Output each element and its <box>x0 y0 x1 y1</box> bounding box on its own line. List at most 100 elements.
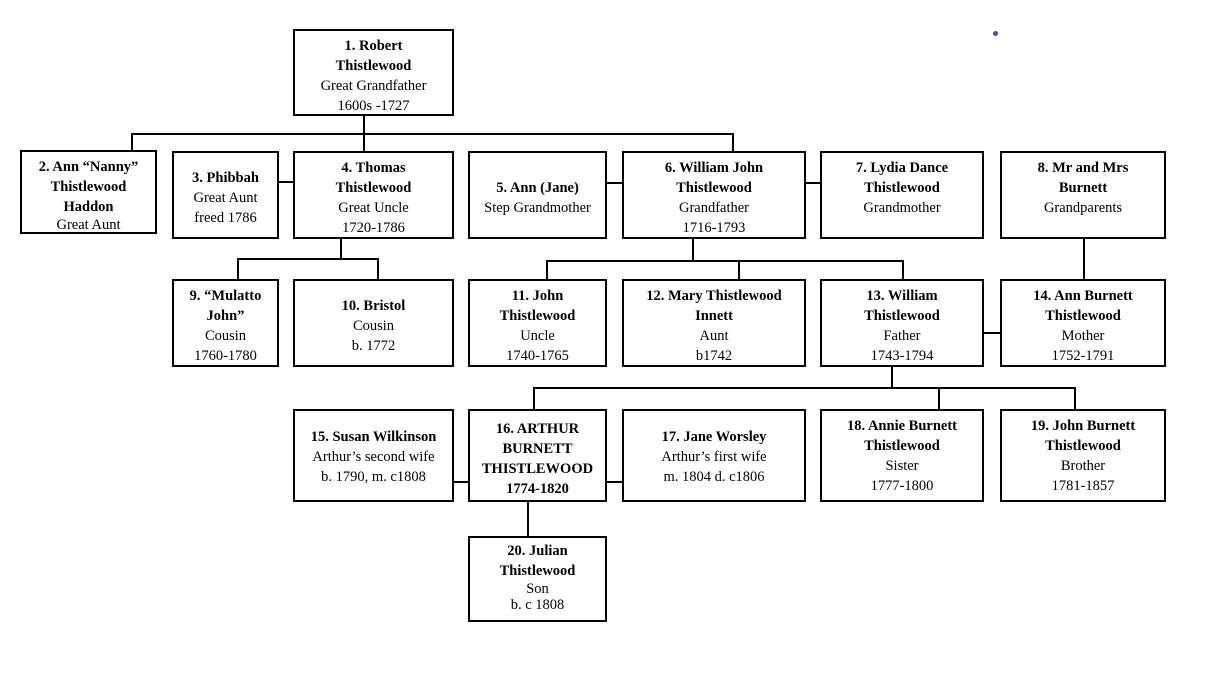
connector-line <box>692 239 694 260</box>
connector-line <box>131 133 733 135</box>
person-relation: Son <box>526 581 549 597</box>
arthur-burnett-thistlewood-node: 16. ARTHUR BURNETT THISTLEWOOD 1774-1820 <box>468 409 607 502</box>
connector-line <box>732 133 734 151</box>
connector-line <box>377 258 379 279</box>
connector-line <box>546 260 548 279</box>
person-dates: 1716-1793 <box>682 220 746 236</box>
connector-line <box>607 481 622 483</box>
person-relation: Mother <box>1061 328 1105 344</box>
connector-line <box>984 332 1000 334</box>
person-name: 19. John Burnett Thistlewood <box>1030 418 1136 454</box>
connector-line <box>546 260 904 262</box>
person-dates: b. c 1808 <box>510 597 565 613</box>
connector-line <box>1083 239 1085 279</box>
person-dates: 1781-1857 <box>1051 478 1115 494</box>
person-relation: Cousin <box>204 328 247 344</box>
person-dates: 1752-1791 <box>1051 348 1115 364</box>
connector-line <box>607 182 622 184</box>
connector-line <box>454 481 468 483</box>
person-dates: b1742 <box>695 348 733 364</box>
person-name: 20. Julian Thistlewood <box>499 543 576 579</box>
person-name: 1. Robert Thistlewood <box>335 38 412 74</box>
person-name: 17. Jane Worsley <box>661 429 767 445</box>
person-name: 8. Mr and Mrs Burnett <box>1037 160 1129 196</box>
person-dates: 1760-1780 <box>194 348 257 364</box>
person-name: 4. Thomas Thistlewood <box>335 160 412 196</box>
connector-line <box>363 133 365 151</box>
person-name: 11. John Thistlewood <box>499 288 576 324</box>
mulatto-john-node: 9. “Mulatto John” Cousin 1760-1780 <box>172 279 279 367</box>
person-relation: Cousin <box>352 318 395 334</box>
person-name: 14. Ann Burnett Thistlewood <box>1033 288 1133 324</box>
connector-line <box>738 260 740 279</box>
blue-dot-mark <box>993 31 998 36</box>
connector-line <box>902 260 904 279</box>
person-name: 13. William Thistlewood <box>864 288 940 324</box>
person-relation: Aunt <box>699 328 729 344</box>
person-relation: Brother <box>1060 458 1106 474</box>
connector-line <box>533 387 535 409</box>
connector-line <box>527 502 529 536</box>
person-name: 5. Ann (Jane) <box>496 180 579 196</box>
person-name: 3. Phibbah <box>192 170 259 186</box>
connector-line <box>363 116 365 134</box>
person-dates: 1777-1800 <box>870 478 934 494</box>
person-name: 16. ARTHUR BURNETT THISTLEWOOD <box>481 421 594 477</box>
person-relation: Father <box>883 328 921 344</box>
person-relation: Sister <box>885 458 919 474</box>
connector-line <box>340 239 342 258</box>
person-name: 10. Bristol <box>341 298 406 314</box>
person-name: 6. William John Thistlewood <box>664 160 764 196</box>
person-name: 15. Susan Wilkinson <box>310 429 437 445</box>
person-relation: Arthur’s second wife <box>312 449 435 465</box>
person-dates: 1600s -1727 <box>337 98 410 114</box>
person-name: 7. Lydia Dance Thistlewood <box>855 160 949 196</box>
person-relation: Arthur’s first wife <box>661 449 767 465</box>
person-dates: 1743-1794 <box>870 348 934 364</box>
person-name: 2. Ann “Nanny” Thistlewood Haddon <box>38 159 139 215</box>
person-relation: Grandparents <box>1043 200 1123 216</box>
person-relation: Grandmother <box>863 200 941 216</box>
person-relation: Grandfather <box>678 200 750 216</box>
person-dates: freed 1786 <box>194 210 257 226</box>
person-relation: Great Aunt <box>193 190 258 206</box>
ann-jane-node: 5. Ann (Jane) Step Grandmother <box>468 151 607 239</box>
connector-line <box>938 387 940 409</box>
person-relation: Step Grandmother <box>484 200 591 216</box>
connector-line <box>237 258 379 260</box>
connector-line <box>533 387 1076 389</box>
person-dates: m. 1804 d. c1806 <box>663 469 765 485</box>
person-dates: b. 1790, m. c1808 <box>321 469 426 485</box>
person-dates: 1720-1786 <box>342 220 405 236</box>
connector-line <box>891 367 893 389</box>
person-name: 9. “Mulatto John” <box>189 288 262 324</box>
person-relation: Uncle <box>520 328 555 344</box>
person-relation: Great Grandfather <box>320 78 427 94</box>
connector-line <box>279 181 293 183</box>
person-relation: 1774-1820 <box>506 481 569 497</box>
person-relation: Great Aunt <box>56 217 121 233</box>
connector-line <box>237 258 239 279</box>
person-name: 12. Mary Thistlewood Innett <box>646 288 782 324</box>
person-dates: b. 1772 <box>351 338 396 354</box>
connector-line <box>806 182 820 184</box>
person-name: 18. Annie Burnett Thistlewood <box>847 418 957 454</box>
person-dates: 1740-1765 <box>506 348 569 364</box>
person-relation: Great Uncle <box>338 200 409 216</box>
